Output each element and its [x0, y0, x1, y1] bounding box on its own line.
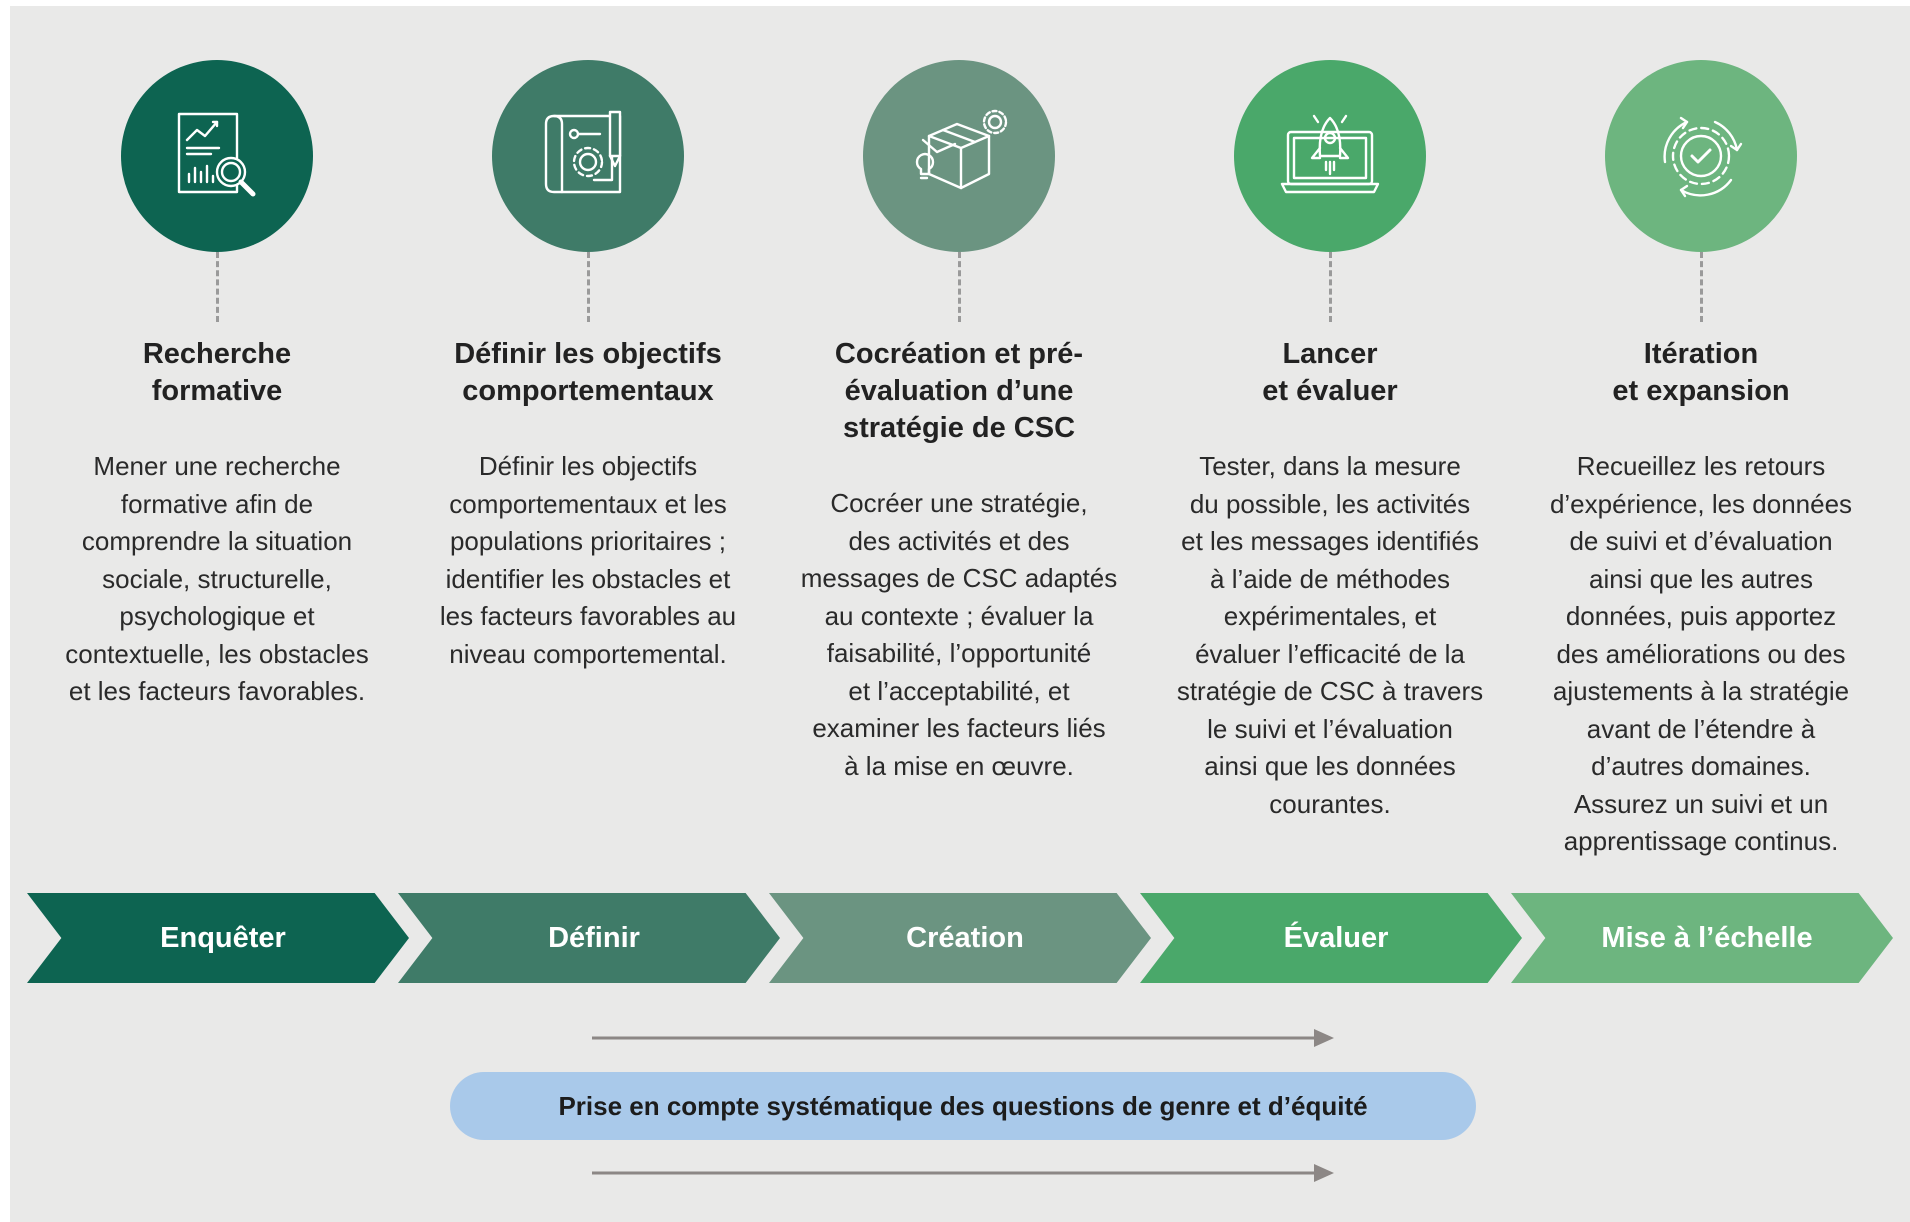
- dashed-connector: [1329, 252, 1332, 322]
- stage-cocreation: Cocréation et pré- évaluation d’une stra…: [789, 0, 1129, 880]
- stage-formative-research: Recherche formative Mener une recherche …: [47, 0, 387, 880]
- stage-circle: [1605, 60, 1797, 252]
- chevron-mise-a-echelle: Mise à l’échelle: [1511, 893, 1893, 983]
- banner-label: Prise en compte systématique des questio…: [558, 1090, 1368, 1121]
- stage-description: Définir les objectifs comportementaux et…: [439, 451, 737, 669]
- dashed-connector: [1700, 252, 1703, 322]
- chevron-label: Enquêter: [160, 921, 286, 954]
- stage-title: Itération et expansion: [1612, 338, 1790, 407]
- stage-description: Recueillez les retours d’expérience, les…: [1549, 451, 1853, 856]
- chevron-label: Mise à l’échelle: [1601, 921, 1813, 954]
- chevron-enqueter: Enquêter: [27, 893, 409, 983]
- chevron-label: Définir: [548, 921, 640, 954]
- stage-circle: [1234, 60, 1426, 252]
- dashed-connector: [958, 252, 961, 322]
- chevron-creation: Création: [769, 893, 1151, 983]
- laptop-rocket-icon: [1280, 114, 1380, 194]
- dashed-connector: [216, 252, 219, 322]
- stage-title: Cocréation et pré- évaluation d’une stra…: [834, 338, 1084, 444]
- chevron-label: Création: [906, 921, 1024, 954]
- chevron-label: Évaluer: [1283, 921, 1389, 954]
- box-lightbulb-gear-icon: [915, 109, 1008, 190]
- stage-description: Tester, dans la mesure du possible, les …: [1176, 451, 1484, 819]
- stage-description: Mener une recherche formative afin de co…: [65, 451, 369, 706]
- stage-title: Définir les objectifs comportementaux: [454, 338, 722, 407]
- stage-circle: [863, 60, 1055, 252]
- process-chevron-row: Enquêter Définir Création Évaluer Mise à…: [0, 893, 1910, 989]
- stage-launch-evaluate: Lancer et évaluer Tester, dans la mesure…: [1160, 0, 1500, 880]
- stage-title: Recherche formative: [142, 338, 292, 407]
- gender-equity-banner: Prise en compte systématique des questio…: [450, 1072, 1476, 1140]
- research-report-magnifier-icon: [177, 112, 256, 197]
- gear-cycle-check-icon: [1663, 116, 1743, 198]
- dashed-connector: [587, 252, 590, 322]
- chevron-evaluer: Évaluer: [1140, 893, 1522, 983]
- stage-circle: [121, 60, 313, 252]
- stage-define-objectives: Définir les objectifs comportementaux Dé…: [418, 0, 758, 880]
- stage-iteration-expansion: Itération et expansion Recueillez les re…: [1531, 0, 1871, 880]
- stage-circle: [492, 60, 684, 252]
- blueprint-gear-pencil-icon: [544, 110, 622, 194]
- stage-title: Lancer et évaluer: [1262, 338, 1398, 407]
- stage-description: Cocréer une stratégie, des activités et …: [800, 488, 1118, 781]
- bottom-arrow: [592, 1164, 1334, 1182]
- chevron-definir: Définir: [398, 893, 780, 983]
- top-arrow: [592, 1029, 1334, 1047]
